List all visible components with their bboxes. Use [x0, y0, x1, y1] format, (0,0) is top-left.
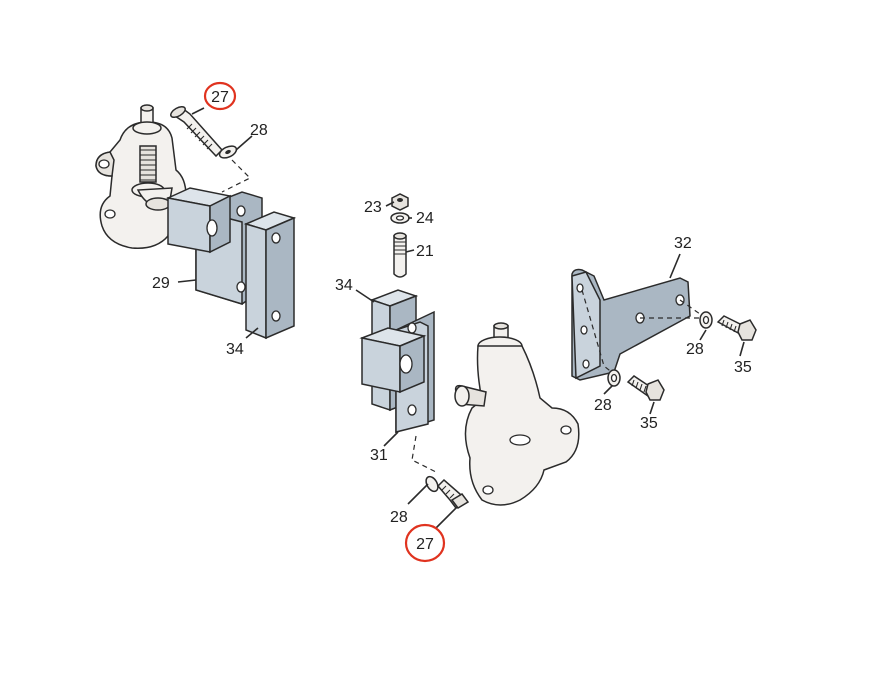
callout-34-mid: 34	[335, 277, 353, 294]
callout-34-left: 34	[226, 341, 244, 358]
bolt-35-mid	[626, 375, 665, 401]
mounting-bracket-32	[571, 268, 701, 381]
bracket-block-31	[359, 310, 435, 434]
callout-28-mid: 28	[594, 397, 612, 414]
washer-24	[390, 212, 410, 224]
callout-35-mid: 35	[640, 415, 658, 432]
leader-lines	[177, 107, 745, 529]
bolt-27-bottom	[436, 478, 470, 509]
callout-29: 29	[152, 275, 170, 292]
washer-28-bottom	[425, 475, 439, 493]
bolt-35-right	[716, 315, 757, 341]
highlight-circle-27-top	[203, 81, 237, 111]
callout-27-top: 27	[211, 89, 229, 106]
callout-31: 31	[370, 447, 388, 464]
callout-24: 24	[416, 210, 434, 227]
spacer-plate-34-left	[243, 211, 297, 340]
callout-32: 32	[674, 235, 692, 252]
pin-21	[393, 232, 407, 278]
callout-21: 21	[416, 243, 434, 260]
mid-stub-axle-housing	[454, 322, 580, 506]
callout-27-bottom: 27	[416, 536, 434, 553]
bolt-27-top	[170, 105, 224, 158]
nut-23	[391, 193, 409, 211]
callout-28-bottom: 28	[390, 509, 408, 526]
callout-35-right: 35	[734, 359, 752, 376]
washer-28-right	[699, 311, 713, 329]
callout-28-top: 28	[250, 122, 268, 139]
washer-28-top	[218, 145, 238, 159]
callout-28-right: 28	[686, 341, 704, 358]
callout-23: 23	[364, 199, 382, 216]
left-stub-axle-housing	[95, 104, 187, 249]
washer-28-mid	[607, 369, 621, 387]
highlight-circle-27-bottom	[404, 523, 446, 563]
